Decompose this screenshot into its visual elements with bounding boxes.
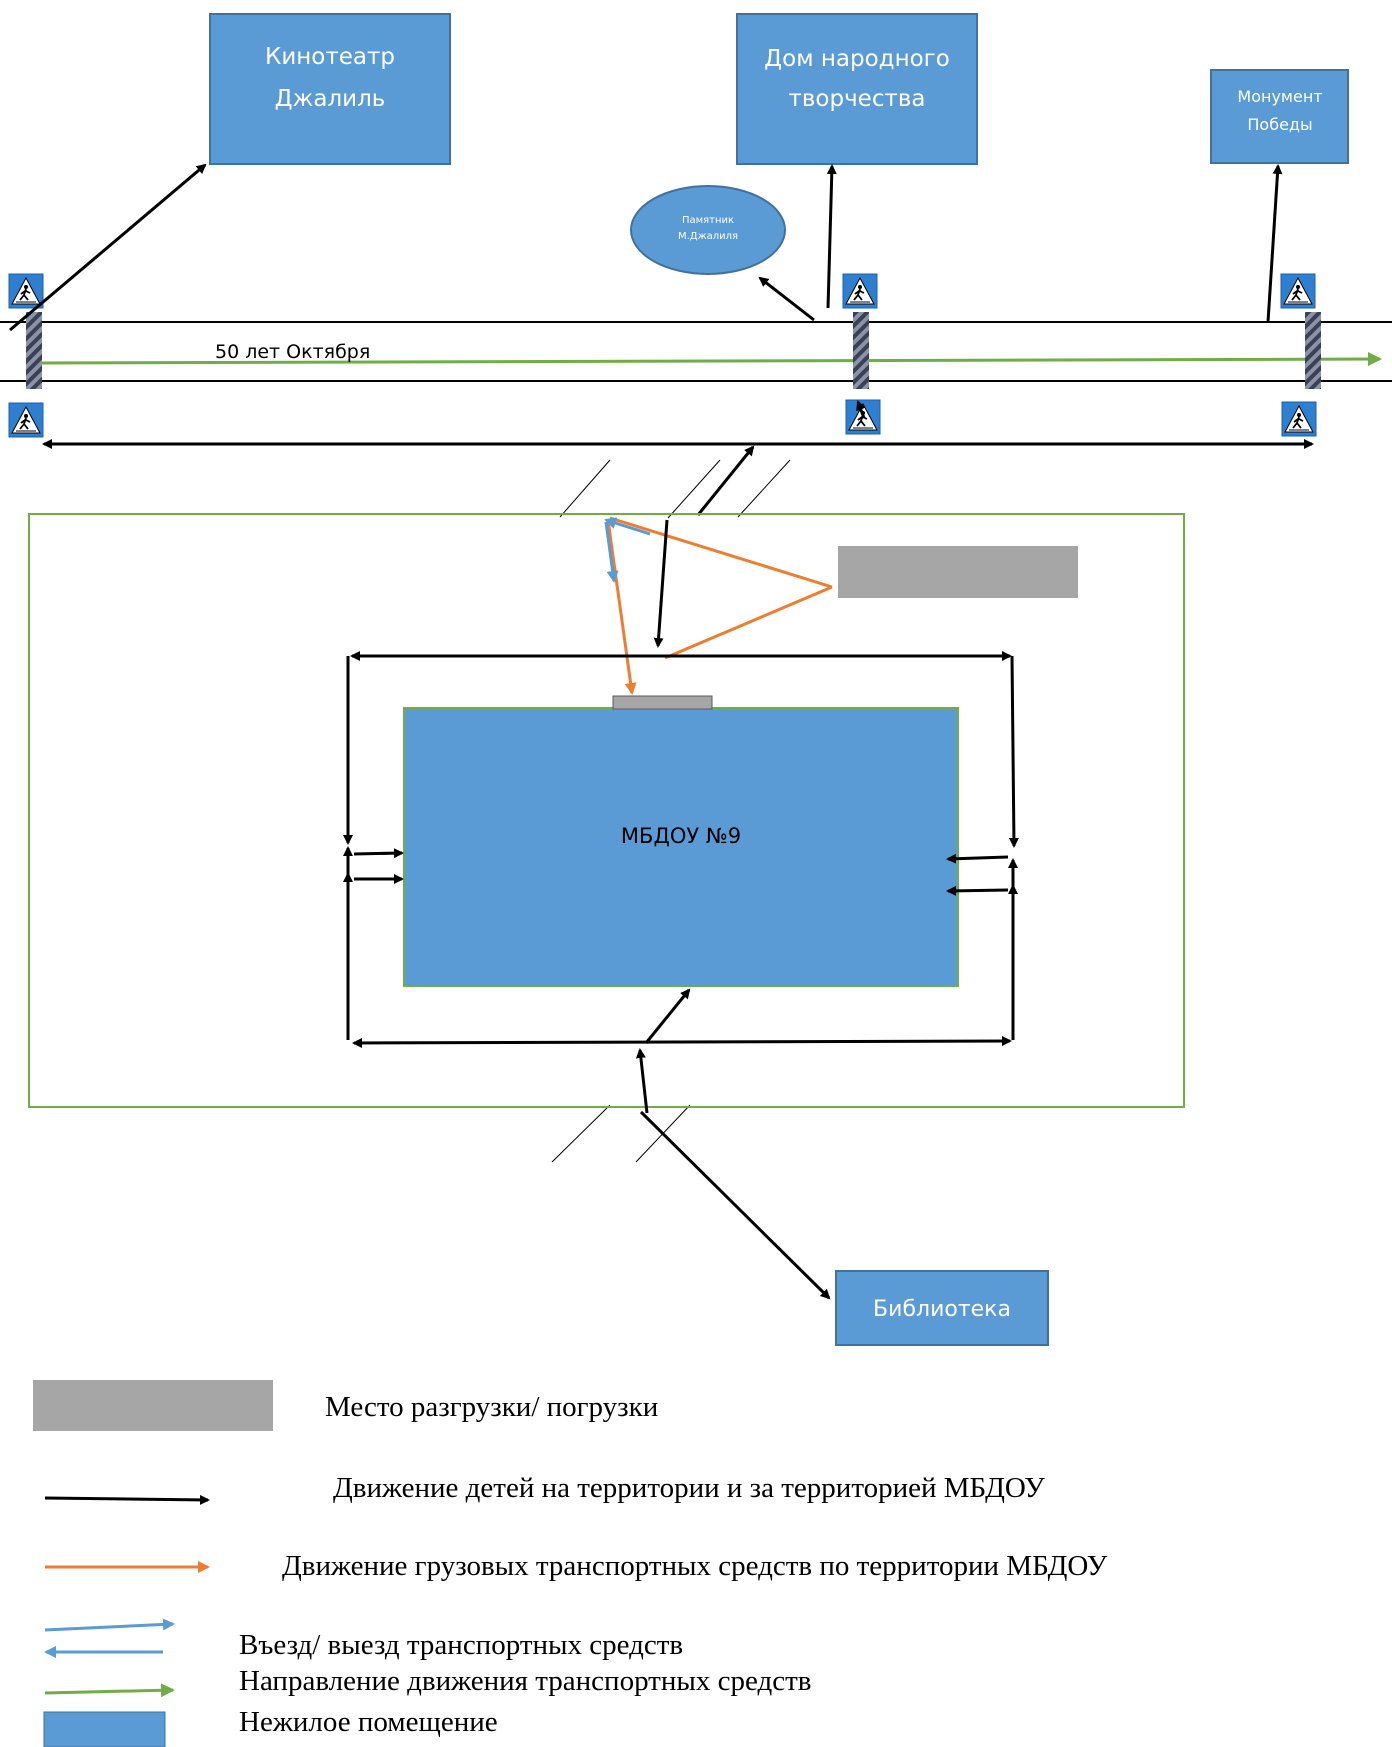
cinema-label-line2: Джалиль [275,86,386,112]
main-building: МБДОУ №9 [403,707,959,987]
crosswalk-middle [853,312,869,389]
legend-unloading-swatch [33,1380,273,1431]
legend-entry-arrow [44,1618,175,1632]
folk-house-box: Дом народного творчества [736,13,978,165]
legend-direction-text: Направление движения транспортных средст… [239,1665,811,1697]
cinema-box: Кинотеатр Джалиль [209,13,451,165]
statue-label-line2: М.Джалиля [678,231,738,242]
legend-direction-arrow [44,1683,175,1698]
truck-paths [606,516,833,695]
children-paths-inside [343,519,1019,1114]
pedestrian-crossing-sign-icon [8,273,44,309]
crosswalk-right [1305,312,1321,389]
library-box: Библиотека [835,1270,1049,1346]
main-building-label: МБДОУ №9 [621,824,741,848]
road: 50 лет Октября [0,321,1392,382]
loading-dock [612,695,713,710]
unloading-area [838,546,1078,598]
statue-ellipse: Памятник М.Джалиля [630,185,786,275]
monument-label-line1: Монумент [1237,87,1322,106]
library-label: Библиотека [873,1297,1011,1322]
road-name: 50 лет Октября [215,341,370,363]
pedestrian-crossing-sign-icon [1280,273,1316,309]
legend-children-text: Движение детей на территории и за террит… [333,1472,1045,1504]
children-paths-outside [9,163,1314,1300]
legend-entry-exit-text: Въезд/ выезд транспортных средств [239,1629,683,1661]
legend-non-residential-swatch [43,1711,166,1747]
legend-unloading-text: Место разгрузки/ погрузки [325,1391,658,1423]
entry-exit-paths [604,517,651,583]
monument-box: Монумент Победы [1210,69,1349,164]
gate-hatches [551,459,791,1163]
cinema-label-line1: Кинотеатр [265,44,395,70]
statue-label-line1: Памятник [682,215,734,226]
pedestrian-crossing-sign-icon [842,273,878,309]
pedestrian-crossing-sign-icon [1281,401,1317,437]
pedestrian-crossing-sign-icon [8,402,44,438]
crosswalk-left [26,312,42,389]
legend-trucks-text: Движение грузовых транспортных средств п… [282,1550,1108,1582]
monument-label-line2: Победы [1247,115,1312,134]
legend: Место разгрузки/ погрузки Движение детей… [33,1380,1108,1747]
kindergarten-territory [28,513,1185,1108]
folk-house-label-line2: творчества [788,86,925,112]
legend-non-residential-text: Нежилое помещение [239,1706,498,1738]
traffic-direction-arrow [39,352,1382,367]
legend-children-arrow [44,1494,210,1505]
folk-house-label-line1: Дом народного [764,46,950,72]
